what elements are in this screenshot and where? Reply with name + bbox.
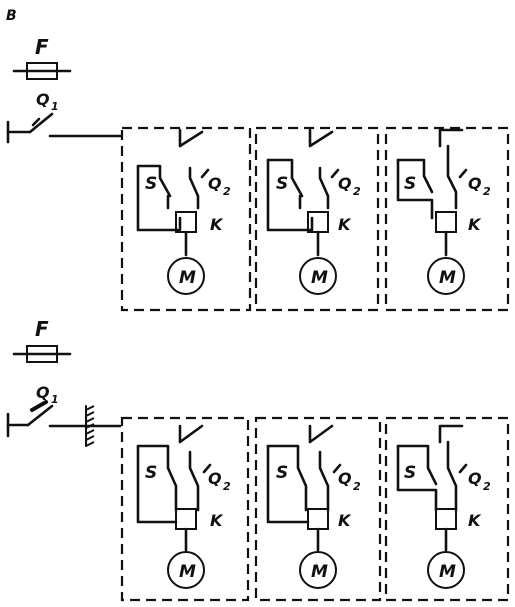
contactor-label: K <box>210 511 224 530</box>
switch-label: S <box>276 463 288 483</box>
main-breaker-label: Q <box>36 90 50 109</box>
unit-breaker-label: Q <box>208 174 222 193</box>
unit-breaker-label: Q <box>338 174 352 193</box>
fuse-label: F <box>35 317 49 341</box>
motor-unit: S Q 2 K M <box>254 126 380 312</box>
motor-unit: S Q 2 K M <box>384 126 510 312</box>
motor-unit: S Q 2 K M <box>120 416 250 602</box>
motor-label: M <box>179 562 196 582</box>
main-breaker-symbol: Q 1 <box>6 90 122 144</box>
contactor-label: K <box>210 215 224 234</box>
unit-breaker-label: Q <box>468 469 482 488</box>
unit-breaker-label: Q <box>468 174 482 193</box>
unit-breaker-label: Q <box>208 469 222 488</box>
motor-label: M <box>439 562 456 582</box>
main-breaker-symbol: Q 1 <box>6 383 122 447</box>
motor-label: M <box>179 268 196 288</box>
motor-label: M <box>311 268 328 288</box>
diagram-1: F Q 1 S Q 2 K M <box>6 35 510 312</box>
motor-unit: S Q 2 K M <box>120 126 252 312</box>
switch-label: S <box>404 463 416 483</box>
main-breaker-sub: 1 <box>51 100 59 113</box>
switch-label: S <box>145 463 157 483</box>
corner-label: B <box>6 8 17 24</box>
fuse-label: F <box>35 35 49 59</box>
unit-breaker-sub: 2 <box>483 480 491 493</box>
switch-label: S <box>145 174 157 194</box>
contactor-label: K <box>338 215 352 234</box>
fuse-symbol: F <box>12 35 72 80</box>
main-breaker-label: Q <box>36 383 50 402</box>
unit-breaker-label: Q <box>338 469 352 488</box>
unit-breaker-sub: 2 <box>353 480 361 493</box>
motor-unit: S Q 2 K M <box>254 416 382 602</box>
unit-breaker-sub: 2 <box>353 185 361 198</box>
motor-label: M <box>311 562 328 582</box>
fuse-symbol: F <box>12 317 72 363</box>
unit-breaker-sub: 2 <box>223 185 231 198</box>
main-breaker-sub: 1 <box>51 393 59 406</box>
contactor-label: K <box>338 511 352 530</box>
switch-label: S <box>276 174 288 194</box>
unit-breaker-sub: 2 <box>223 480 231 493</box>
contactor-label: K <box>468 215 482 234</box>
unit-breaker-sub: 2 <box>483 185 491 198</box>
motor-unit: S Q 2 K M <box>384 416 510 602</box>
switch-label: S <box>404 174 416 194</box>
contactor-label: K <box>468 511 482 530</box>
diagram-2: F Q 1 S Q 2 K M <box>6 317 510 602</box>
motor-label: M <box>439 268 456 288</box>
